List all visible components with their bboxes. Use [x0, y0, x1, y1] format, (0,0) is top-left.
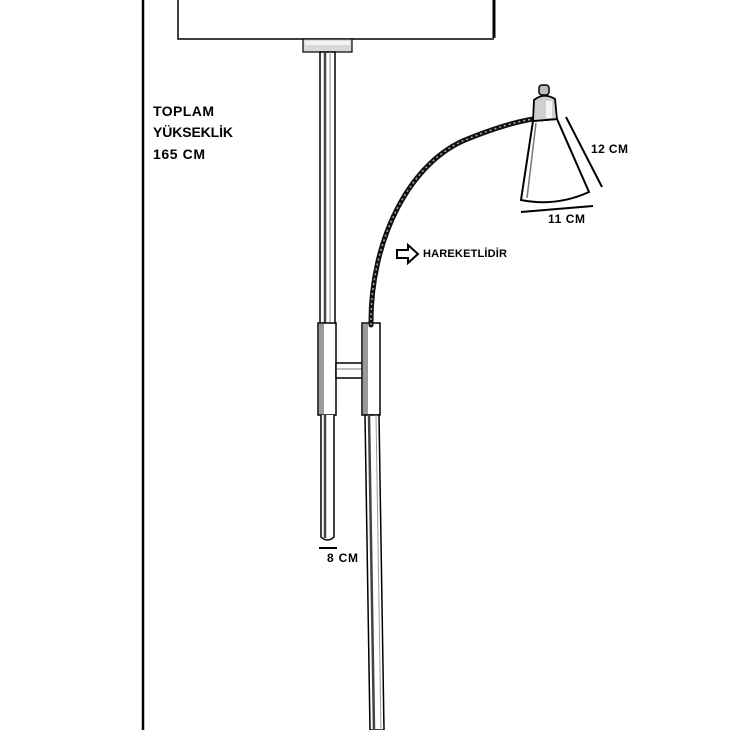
gooseneck-arm-body: [368, 116, 536, 328]
total-height-label-line2: YÜKSEKLİK: [153, 124, 233, 140]
head-width-label: 11 CM: [548, 212, 585, 226]
reading-arm-pole-reflection: [375, 414, 382, 730]
gooseneck-arm: [368, 116, 536, 328]
main-pole-upper-body: [319, 51, 336, 325]
total-height-label-line1: TOPLAM: [153, 103, 214, 119]
joint-bar: [335, 362, 364, 379]
lamp-head: [519, 84, 591, 204]
shade-connector: [302, 38, 353, 53]
right-sleeve-shade: [363, 324, 368, 414]
main-pole-upper: [319, 51, 336, 325]
shade-connector-body: [302, 38, 353, 53]
lamp-head-cap-highlight: [546, 101, 552, 118]
reading-arm-pole: [364, 414, 385, 730]
reading-arm-pole-shade: [367, 414, 376, 730]
right-arrow-icon: [396, 242, 420, 266]
head-height-label: 12 CM: [591, 142, 628, 156]
movable-label: HAREKETLİDİR: [423, 247, 507, 260]
lamp-head-cone-shade: [526, 122, 537, 199]
main-pole-lower-body: [320, 415, 335, 541]
total-height-label-value: 165 CM: [153, 146, 205, 162]
base-width-label: 8 CM: [327, 551, 358, 565]
lampshade: [177, 0, 496, 40]
left-sleeve-shade: [319, 324, 324, 414]
lamp-head-cap: [532, 94, 558, 122]
total-height-label: TOPLAM YÜKSEKLİK 165 CM: [153, 103, 233, 162]
lamp-head-knob: [538, 84, 550, 96]
head-height-line: [565, 116, 603, 188]
lamp-head-cone: [519, 117, 591, 204]
main-pole-lower: [320, 415, 335, 541]
head-width-line: [520, 205, 594, 213]
shade-connector-highlight: [305, 41, 350, 45]
lampshade-outline: [177, 0, 494, 40]
